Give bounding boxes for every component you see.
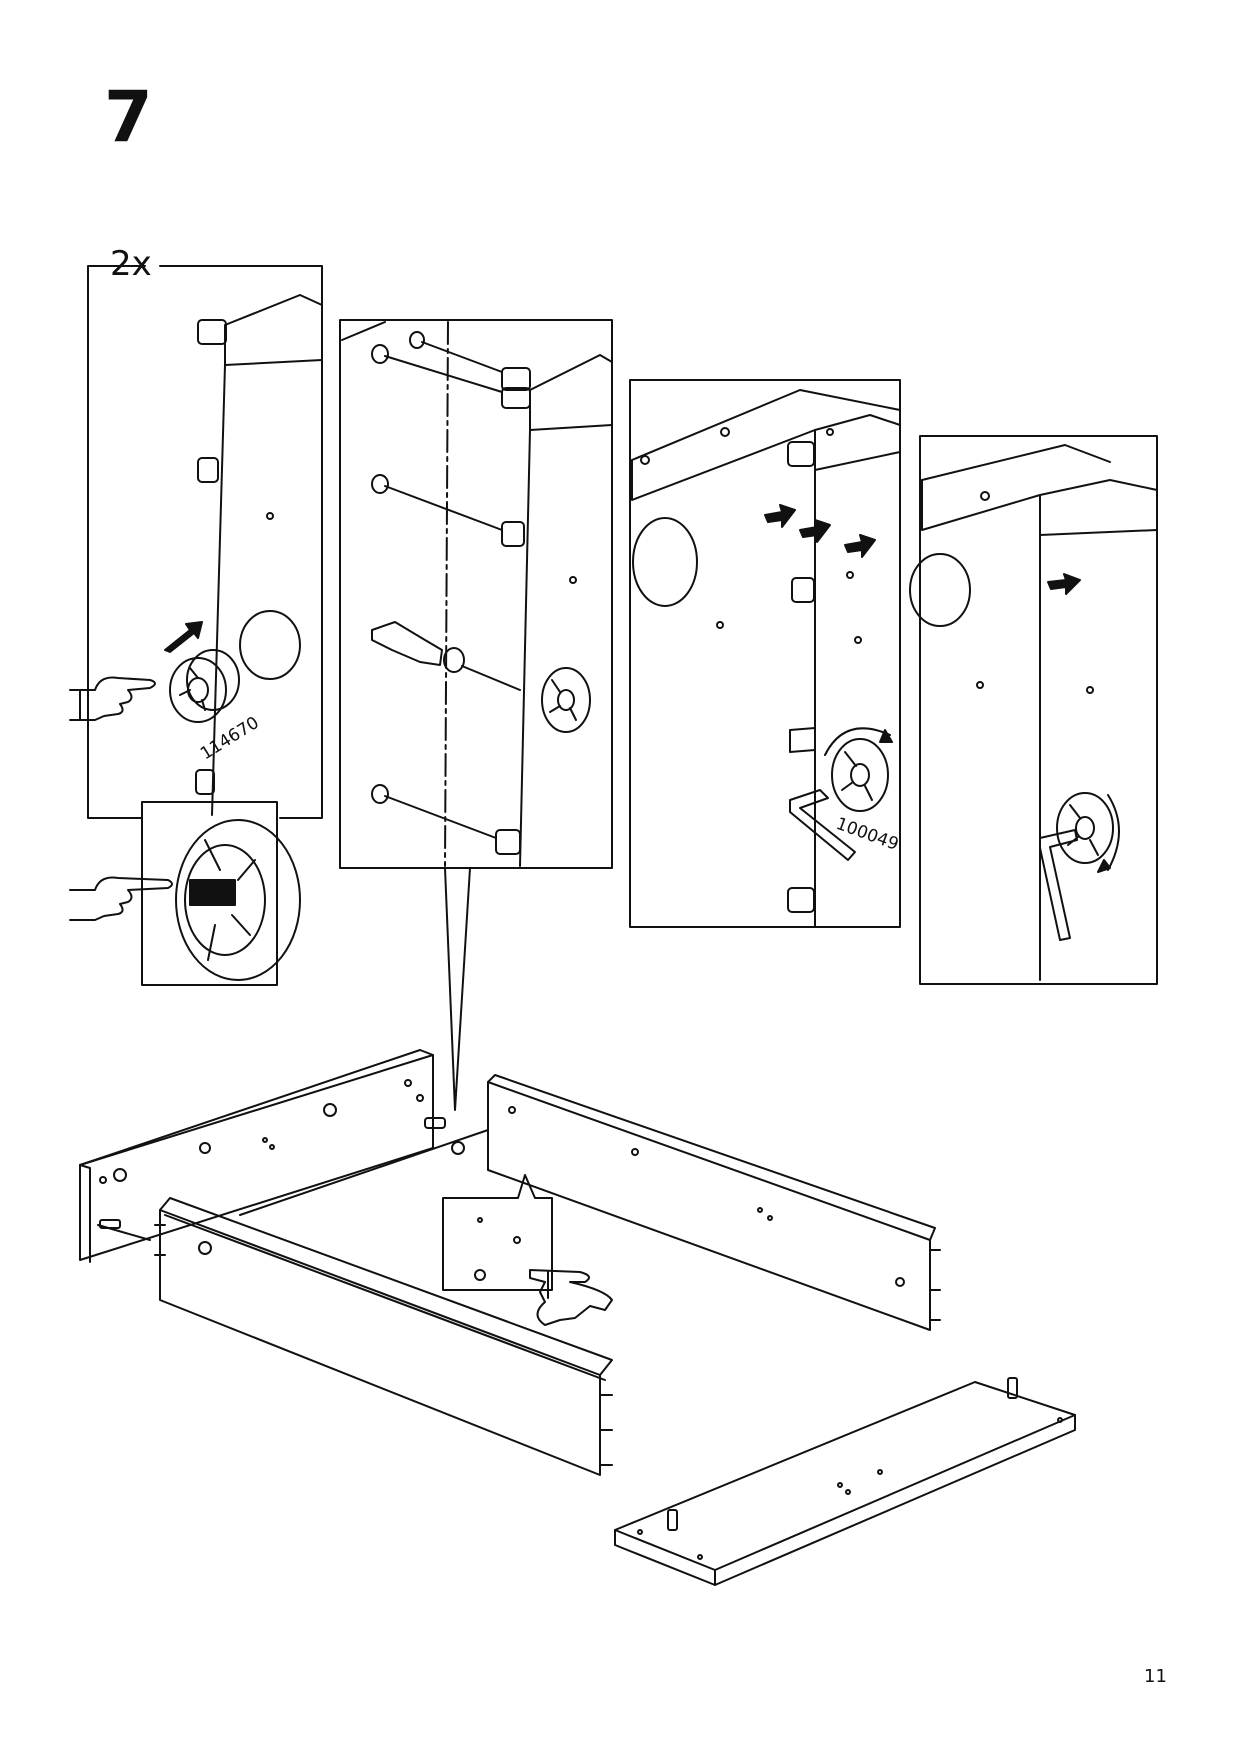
dowel-icon (195, 319, 227, 795)
cam-lock-icon (1056, 792, 1114, 864)
pointing-hand-icon (529, 1269, 613, 1326)
detail-panel-dowel-insert (339, 319, 613, 869)
cam-bolt-icon (371, 621, 521, 691)
detail-panel-tighten: 100049 (629, 379, 901, 928)
detail-panel-cam-lock: 2x 114670 (69, 244, 323, 819)
panel-bottom (614, 1377, 1076, 1586)
step-number: 7 (104, 76, 153, 158)
callout-pointer (444, 867, 471, 1111)
zoom-detail-cam-slot (69, 801, 301, 986)
panel-left (79, 1049, 434, 1263)
arrow-icon (844, 534, 876, 558)
detail-panel-tighten-cam (909, 435, 1158, 985)
quantity-label: 2x (110, 244, 152, 284)
arrow-icon (1047, 573, 1081, 595)
pointing-hand-icon (69, 876, 173, 921)
assembly-main (79, 1049, 1076, 1586)
arrow-icon (799, 519, 831, 543)
cam-lock-icon (831, 738, 889, 812)
zoom-callout-holes (442, 1174, 553, 1291)
arrow-icon (764, 504, 796, 528)
panel-right (487, 1074, 941, 1331)
page-number: 11 (1144, 1666, 1167, 1687)
hex-key-icon (789, 789, 856, 861)
arrow-icon (164, 621, 203, 653)
cam-lock-icon (169, 649, 240, 723)
panel-front (154, 1197, 613, 1476)
pointing-hand-icon (69, 676, 156, 721)
hex-key-part-number: 100049 (833, 814, 901, 855)
cam-lock-icon (541, 667, 591, 733)
hex-key-icon (1039, 829, 1078, 941)
